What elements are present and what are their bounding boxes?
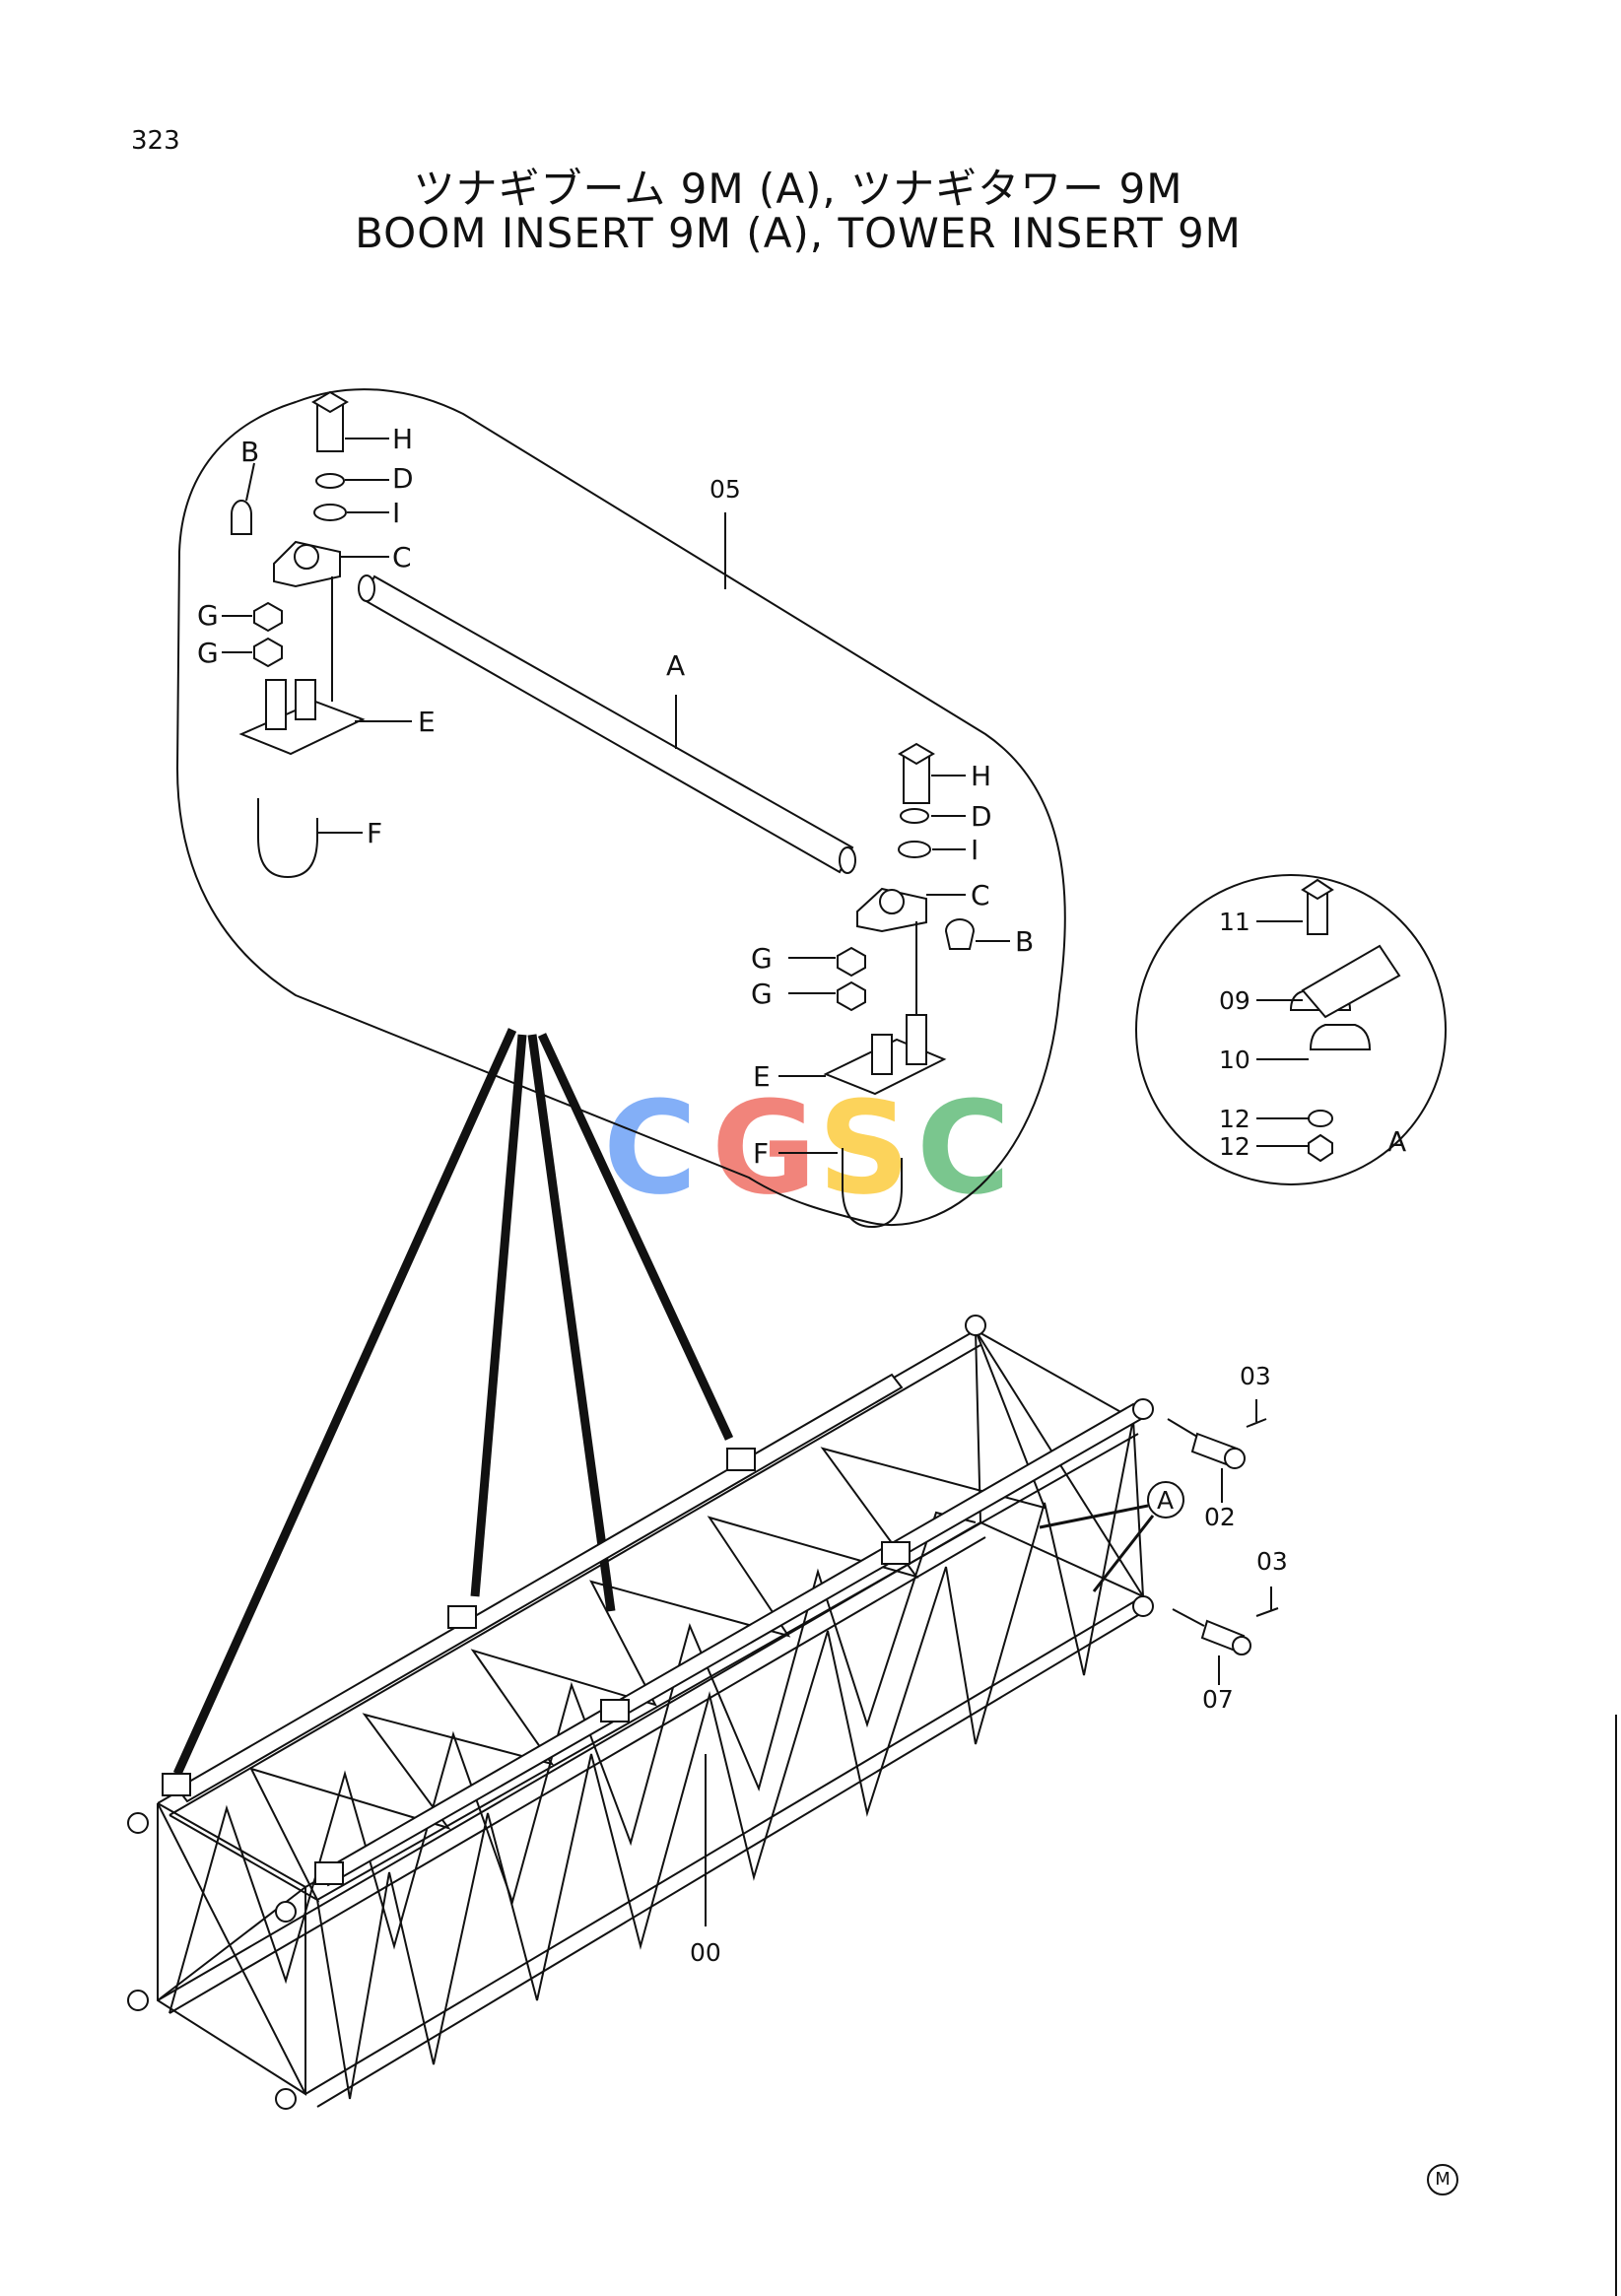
assembly-label: 05	[709, 475, 741, 504]
callout-a: A	[1157, 1486, 1174, 1515]
title-english: BOOM INSERT 9M (A), TOWER INSERT 9M	[355, 209, 1242, 257]
circle-detail: 11 09 10 12 12 A	[1135, 874, 1447, 1185]
left-part-f: F	[367, 817, 382, 849]
right-part-e: E	[753, 1060, 771, 1093]
pin-hardware	[1190, 1418, 1279, 1655]
rod-label: A	[666, 649, 685, 682]
callout-a-circle	[1147, 1481, 1184, 1519]
left-part-i: I	[392, 497, 400, 529]
circle-label-09: 09	[1219, 986, 1250, 1015]
right-leaders	[778, 775, 1010, 1154]
pin-label-02: 02	[1204, 1503, 1236, 1531]
left-part-e: E	[418, 706, 436, 738]
right-part-d: D	[971, 800, 992, 833]
right-part-c: C	[971, 879, 990, 912]
cotter-label-03a: 03	[1240, 1362, 1271, 1390]
circle-ref-a: A	[1387, 1125, 1406, 1158]
right-part-h: H	[971, 760, 991, 792]
page-number: 323	[131, 126, 180, 156]
right-part-i: I	[971, 834, 979, 866]
left-part-g1: G	[197, 599, 219, 632]
frame-label: 00	[690, 1938, 721, 1967]
mark-m: M	[1427, 2164, 1458, 2195]
left-part-b: B	[240, 436, 259, 468]
circle-label-12b: 12	[1219, 1132, 1250, 1161]
left-leaders	[222, 438, 412, 834]
watermark: C G S C	[603, 1073, 1010, 1223]
left-part-d: D	[392, 462, 414, 495]
left-part-g2: G	[197, 637, 219, 669]
rod-a	[358, 574, 856, 874]
right-hardware	[823, 742, 976, 1229]
cotter-label-03b: 03	[1256, 1547, 1288, 1576]
right-part-b: B	[1015, 925, 1034, 958]
watermark-letter-s: S	[818, 1073, 911, 1223]
title-japanese: ツナギブーム 9M (A), ツナギタワー 9M	[413, 165, 1183, 213]
left-hardware	[231, 390, 366, 879]
lattice-frame	[157, 1329, 1149, 2108]
circle-label-10: 10	[1219, 1046, 1250, 1074]
detail-outline	[175, 388, 1066, 1227]
detail-leaders	[172, 1028, 734, 1776]
left-part-c: C	[392, 541, 412, 574]
pin-label-07: 07	[1202, 1685, 1234, 1714]
frame-brackets	[127, 1315, 1154, 2110]
right-part-g1: G	[751, 942, 773, 975]
watermark-letter-g: G	[711, 1073, 817, 1223]
circle-label-12a: 12	[1219, 1105, 1250, 1133]
watermark-letter-c2: C	[916, 1073, 1010, 1223]
circle-label-11: 11	[1219, 908, 1250, 936]
right-part-g2: G	[751, 978, 773, 1010]
right-part-f: F	[753, 1137, 769, 1170]
left-part-h: H	[392, 423, 413, 455]
